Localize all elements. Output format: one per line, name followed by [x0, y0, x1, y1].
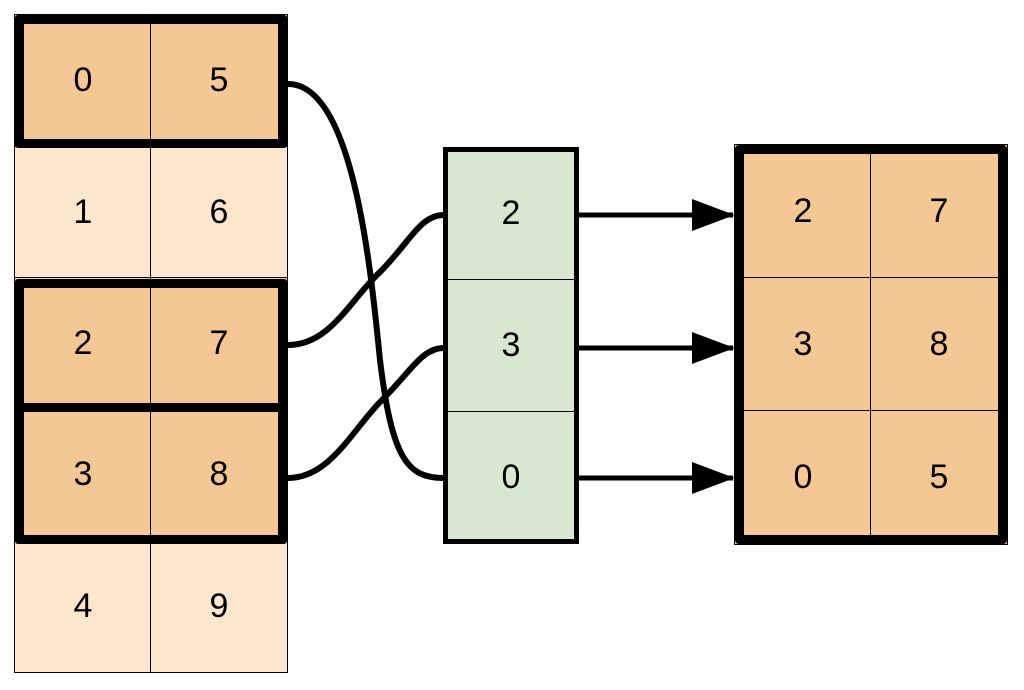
result-cell[interactable]: 2	[734, 144, 872, 279]
result-cell[interactable]: 0	[734, 410, 872, 545]
result-cell[interactable]: 7	[870, 144, 1008, 279]
curve-row-0-to-slot-2	[285, 81, 447, 481]
source-cell[interactable]: 6	[150, 145, 288, 279]
index-cell[interactable]: 3	[443, 278, 579, 413]
index-cell[interactable]: 2	[443, 147, 579, 281]
result-cell[interactable]: 8	[870, 277, 1008, 412]
source-cell[interactable]: 3	[14, 408, 152, 542]
source-table: 0 5 1 6 2 7 3 8 4 9	[14, 14, 288, 673]
source-cell[interactable]: 2	[14, 276, 152, 410]
result-table: 2 7 3 8 0 5	[734, 144, 1008, 545]
source-cell[interactable]: 9	[150, 539, 288, 673]
source-cell[interactable]: 1	[14, 145, 152, 279]
curve-row-3-to-slot-1	[285, 345, 447, 481]
source-cell[interactable]: 5	[150, 14, 288, 148]
source-cell[interactable]: 4	[14, 539, 152, 673]
index-column: 2 3 0	[443, 147, 579, 544]
curve-row-2-to-slot-0	[285, 212, 447, 348]
result-cell[interactable]: 3	[734, 277, 872, 412]
source-cell[interactable]: 7	[150, 276, 288, 410]
result-cell[interactable]: 5	[870, 410, 1008, 545]
source-cell[interactable]: 8	[150, 408, 288, 542]
source-cell[interactable]: 0	[14, 14, 152, 148]
index-cell[interactable]: 0	[443, 410, 579, 544]
